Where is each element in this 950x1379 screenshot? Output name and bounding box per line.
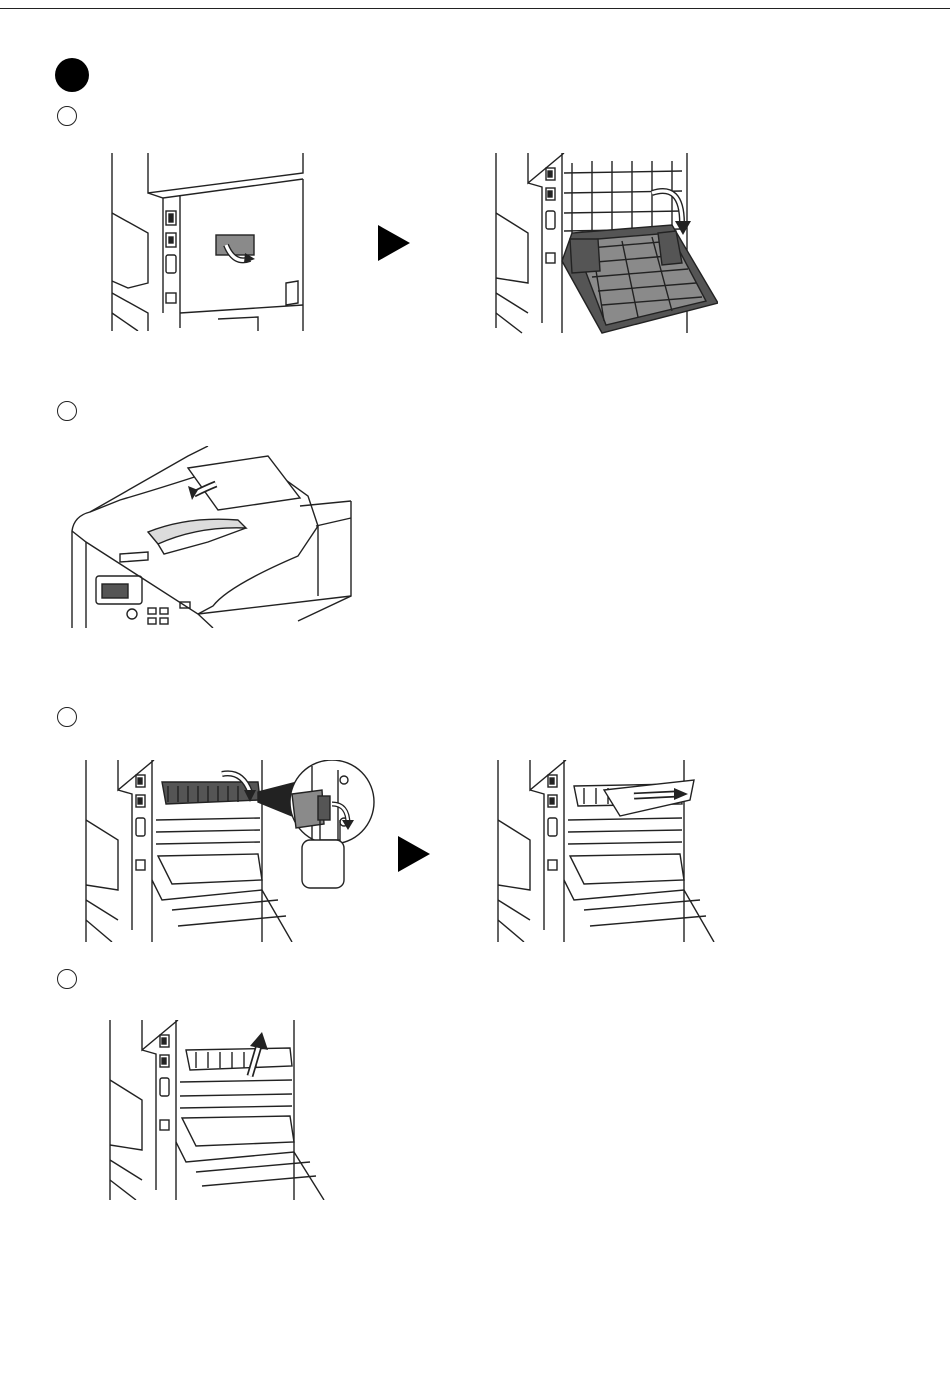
illustration-raise-fuser-lever (106, 1020, 330, 1200)
substep-marker-2 (57, 401, 77, 421)
next-step-arrow-1 (378, 225, 410, 261)
substep-marker-4 (57, 969, 77, 989)
illustration-pull-jammed-paper (494, 760, 720, 942)
step-number-badge (55, 58, 89, 92)
illustration-lower-fuser-lever (82, 760, 378, 942)
next-step-arrow-2 (398, 836, 430, 872)
substep-marker-1 (57, 106, 77, 126)
header-rule (0, 8, 950, 9)
illustration-open-side-cover (108, 153, 308, 331)
substep-marker-3 (57, 707, 77, 727)
illustration-remove-paper-output-tray (68, 446, 353, 628)
illustration-side-cover-opened (492, 153, 718, 335)
